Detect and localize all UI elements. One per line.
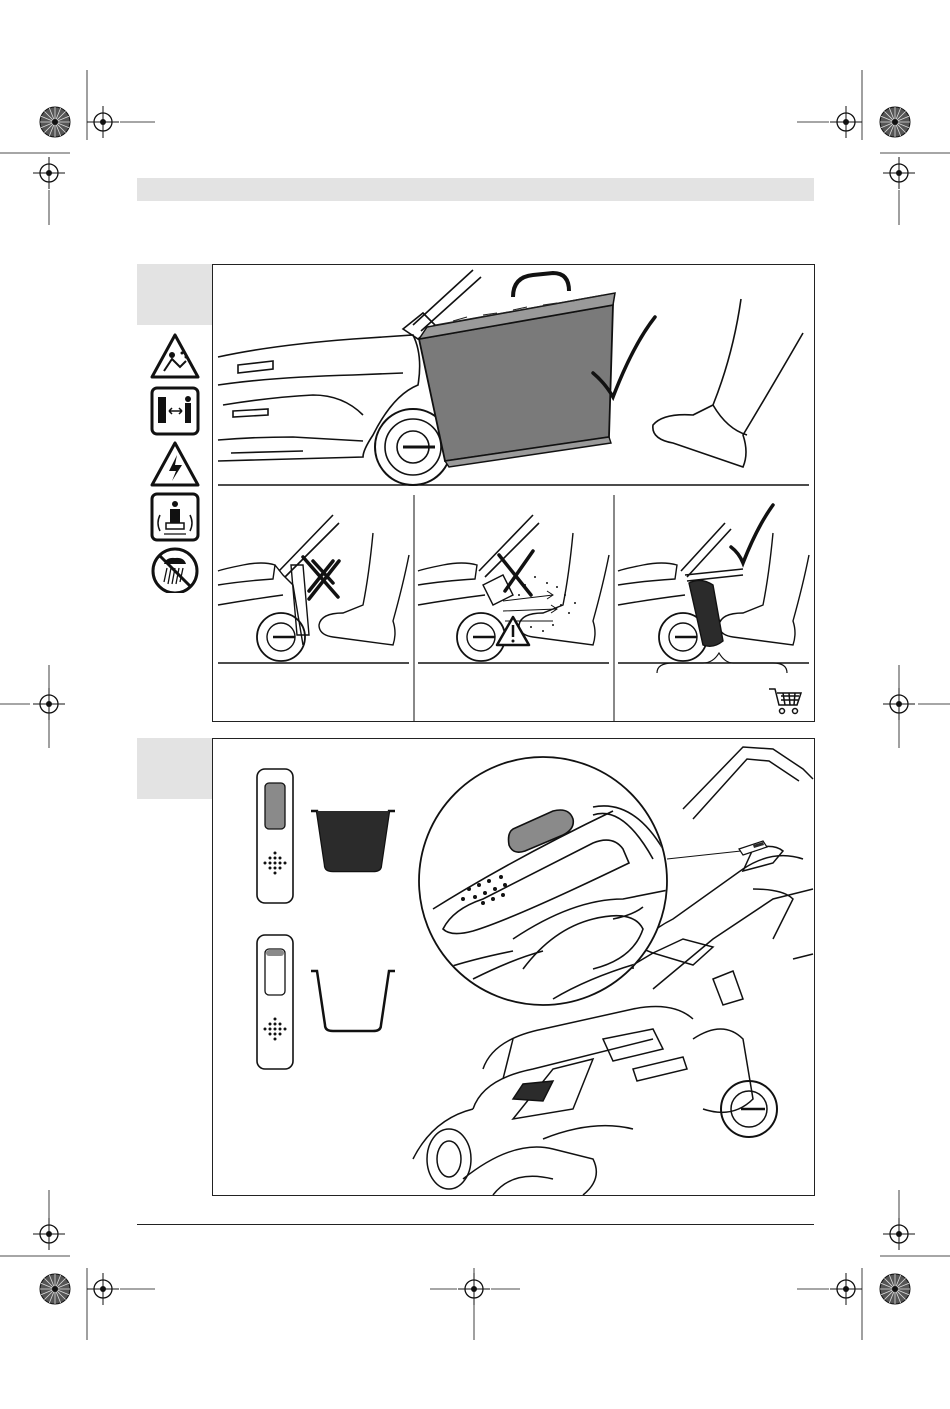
figure-2-frame [212,738,815,1196]
mower-fill-indicator [739,841,767,855]
foot-icon [653,299,803,467]
figure-1-tab [137,264,212,325]
figure-1-illustration [213,265,814,721]
empty-basket-icon [311,971,395,1031]
check-icon [731,505,773,563]
leader-line [667,851,741,859]
figure-2-illustration [213,739,814,1195]
safety-icons-column [150,333,202,593]
no-rain-icon [153,549,197,593]
magnified-indicator-view [419,757,673,1005]
header-bar [137,178,814,201]
cross-icon [303,557,339,599]
shopping-cart-icon [769,689,801,714]
grass-bag [419,273,615,467]
fill-indicator-empty [257,935,293,1069]
read-manual-icon [152,494,198,540]
figure-1-frame [212,264,815,722]
fill-indicator-full [257,769,293,903]
footer-rule [137,1224,814,1225]
warning-thrown-objects-icon [152,335,198,377]
figure-2-tab [137,738,212,799]
electric-shock-warning-icon [152,443,198,485]
sub-panel-1 [218,515,409,663]
keep-distance-icon [152,388,198,434]
